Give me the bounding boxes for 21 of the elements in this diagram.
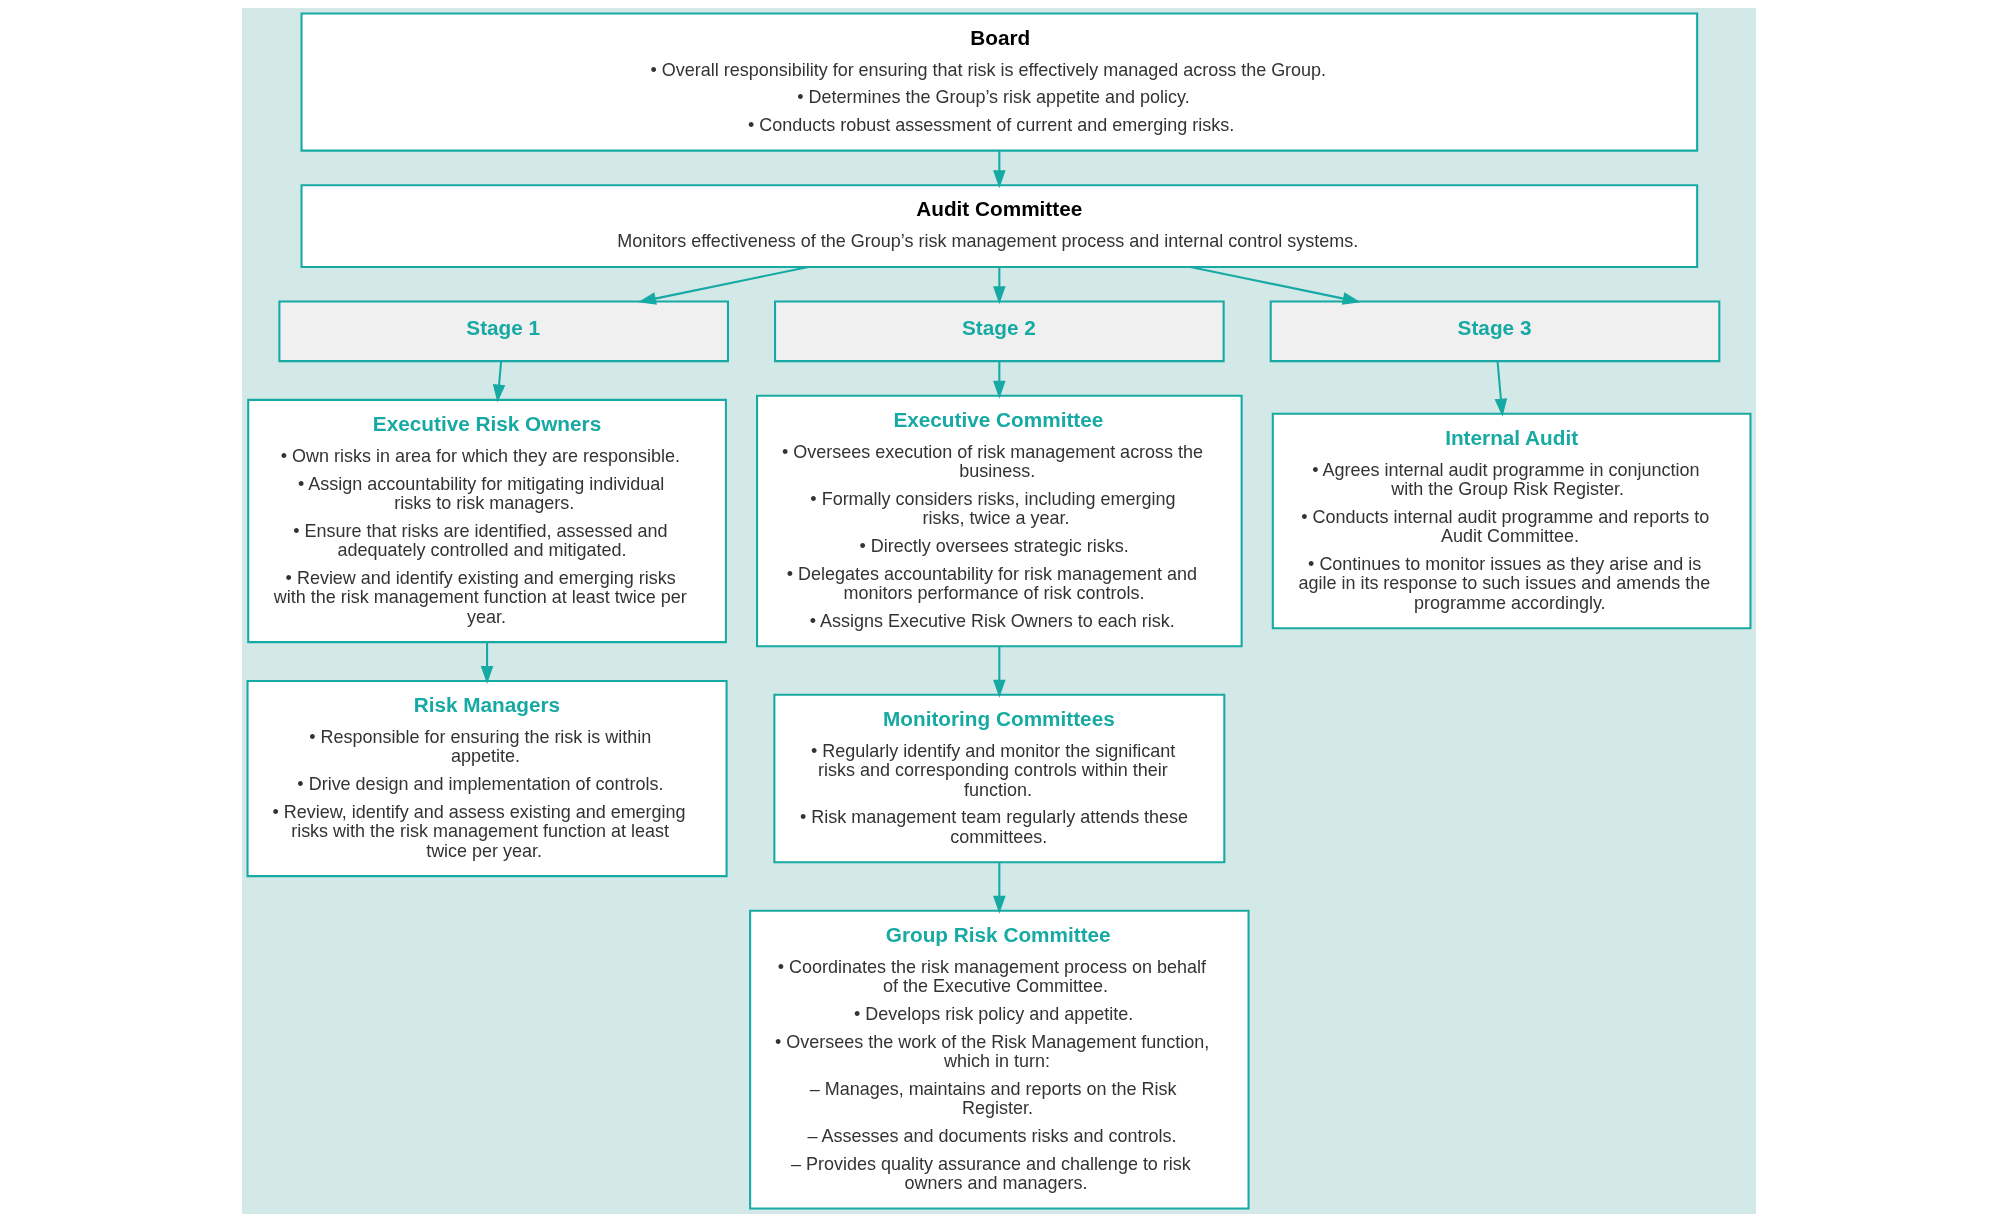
node-box: Monitoring Committees • Regularly identify and monitor the significant risks and corresponding controls within their function. • Risk management team regularly attends these committees. [773, 693, 1226, 864]
arrow [480, 642, 494, 684]
arrow [637, 265, 809, 305]
node-box: Board • Overall responsibility for ensuring that risk is effectively managed across the Group. • Determines the Group’s risk appetite and policy. • Conducts robust assessment of current and emerging risks. [300, 12, 1699, 152]
arrow [993, 361, 1006, 399]
node-box: Audit Committee Monitors effectiveness of the Group’s risk management process and internal control systems. [300, 184, 1699, 268]
arrow [1190, 265, 1361, 305]
node-box: Executive Committee • Oversees execution of risk management across the business. • Formally considers risks, including emerging risks, twice a year. • Directly oversees strategic risks. • Delegates accountability for risk management and monitors performance of risk controls. • Assigns Executive Risk Owners to each risk. [756, 394, 1243, 648]
arrow [993, 150, 1006, 189]
node-box: Executive Risk Owners • Own risks in area for which they are responsible. • Assign accountability for mitigating individual risks to risk managers. • Ensure that risks are identified, assessed and adequately controlled and mitigated. • Review and identify existing and emerging risks with the risk management function at least twice per year. [247, 398, 727, 644]
node-box: Stage 3 [1269, 300, 1721, 363]
node-box: Internal Audit • Agrees internal audit programme in conjunction with the Group Risk Register. • Conducts internal audit programme and reports to Audit Committee. • Continues to monitor issues as they arise and is agile in its response to such issues and amends the programme accordingly. [1271, 412, 1752, 630]
node-box: Risk Managers • Responsible for ensuring the risk is within appetite. • Drive design and implementation of controls. • Review, identify and assess existing and emerging risks with the risk management function at least twice per year. [246, 679, 728, 878]
arrow [993, 267, 1006, 305]
node-box: Stage 2 [774, 300, 1225, 363]
arrow [993, 646, 1006, 698]
node-box: Group Risk Committee • Coordinates the risk management process on behalf of the Executive Committee. • Develops risk policy and appetite. • Oversees the work of the Risk Management function, which in turn: – Manages, maintains and reports on the Risk Register. – Assesses and documents risks and controls. – Provides quality assurance and challenge to risk owners and managers. [749, 909, 1250, 1210]
arrow [1494, 361, 1508, 417]
arrow [993, 862, 1006, 914]
arrow [492, 361, 506, 403]
node-box: Stage 1 [278, 300, 729, 363]
